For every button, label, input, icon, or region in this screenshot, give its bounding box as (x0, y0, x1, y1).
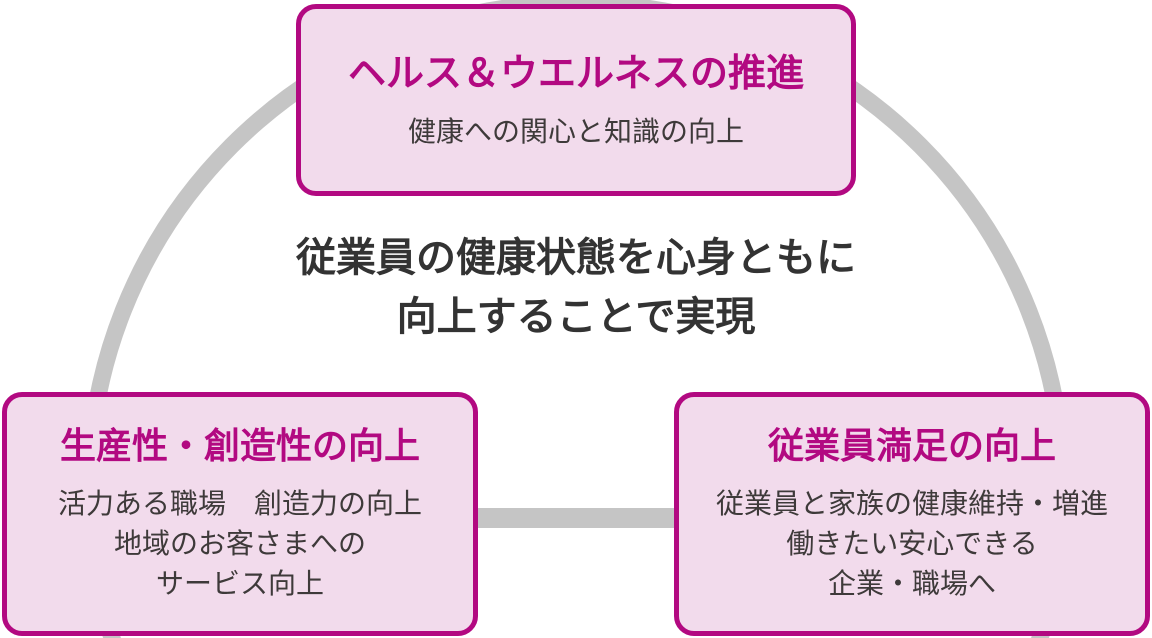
box-health-wellness-body: 健康への関心と知識の向上 (408, 115, 744, 149)
box-productivity-creativity-line2: 地域のお客さまへの (113, 528, 366, 559)
box-productivity-creativity-line3: サービス向上 (155, 568, 324, 599)
box-productivity-creativity: 生産性・創造性の向上 活力ある職場 創造力の向上 地域のお客さまへの サービス向… (2, 392, 478, 636)
center-statement-line2: 向上することで実現 (396, 295, 756, 339)
box-health-wellness-title: ヘルス＆ウエルネスの推進 (347, 53, 804, 95)
box-employee-satisfaction-body: 従業員と家族の健康維持・増進 働きたい安心できる 企業・職場へ (716, 484, 1108, 604)
box-employee-satisfaction-line1: 従業員と家族の健康維持・増進 (715, 488, 1108, 519)
box-productivity-creativity-title: 生産性・創造性の向上 (59, 425, 420, 466)
box-health-wellness-promotion: ヘルス＆ウエルネスの推進 健康への関心と知識の向上 (296, 4, 856, 196)
box-productivity-creativity-body: 活力ある職場 創造力の向上 地域のお客さまへの サービス向上 (58, 484, 422, 604)
center-statement-line1: 従業員の健康状態を心身ともに (296, 236, 856, 280)
box-health-wellness-line1: 健康への関心と知識の向上 (407, 116, 744, 147)
box-employee-satisfaction-line3: 企業・職場へ (827, 568, 996, 599)
box-employee-satisfaction: 従業員満足の向上 従業員と家族の健康維持・増進 働きたい安心できる 企業・職場へ (674, 392, 1150, 636)
box-employee-satisfaction-line2: 働きたい安心できる (786, 528, 1038, 559)
box-employee-satisfaction-title: 従業員満足の向上 (767, 425, 1056, 466)
center-statement: 従業員の健康状態を心身ともに 向上することで実現 (0, 229, 1152, 347)
box-productivity-creativity-line1: 活力ある職場 創造力の向上 (57, 488, 422, 519)
